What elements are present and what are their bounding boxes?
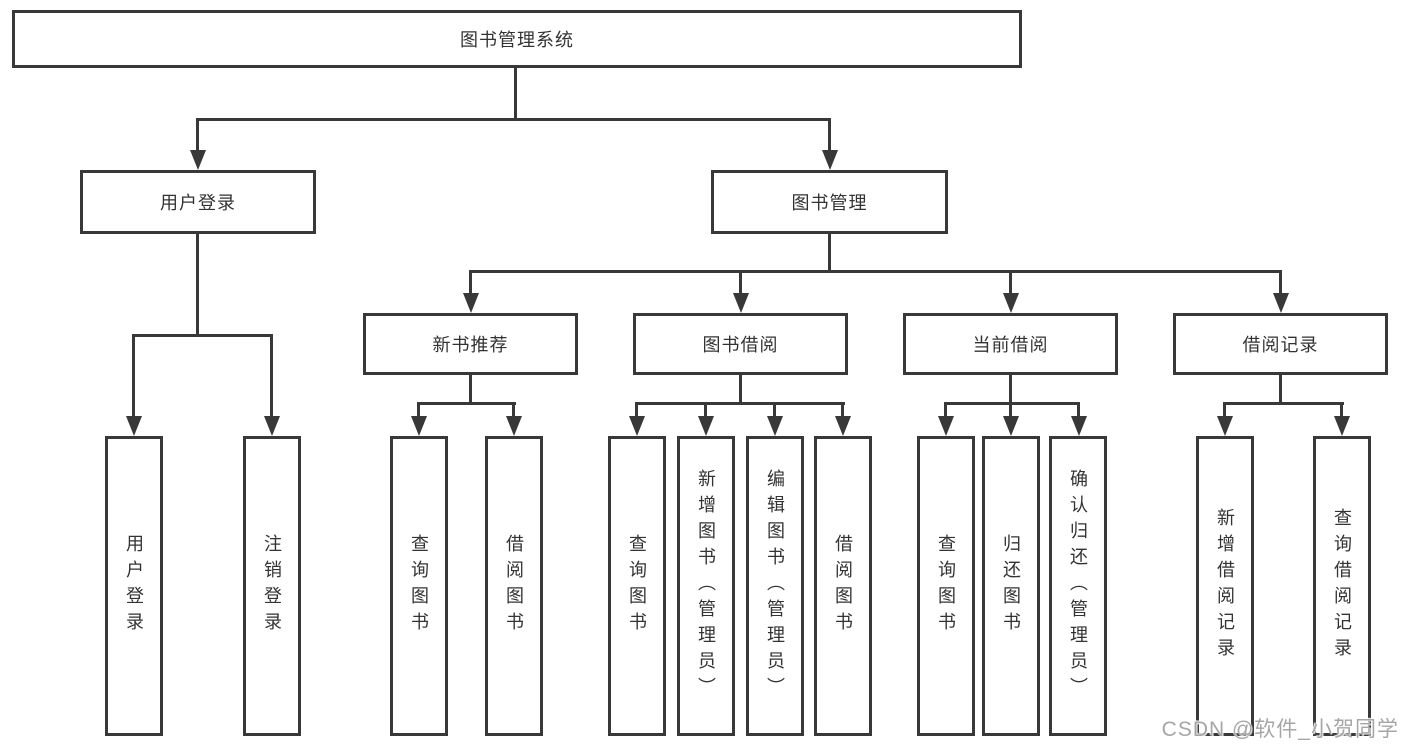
leaf-label: 查询图书 [409,534,429,638]
connector-v [1279,375,1282,404]
connector-v [132,334,135,418]
node-library-management-system: 图书管理系统 [12,10,1022,68]
connector-v [944,402,947,418]
arrow-down-icon [463,293,479,313]
node-label: 新书推荐 [432,335,509,355]
node-label: 图书管理 [791,193,868,213]
leaf-logout: 注销登录 [243,436,301,736]
connector-v [1009,402,1012,418]
arrow-down-icon [190,150,206,170]
connector-h [417,402,516,405]
leaf-borrow-books: 借阅图书 [814,436,872,736]
node-label: 用户登录 [160,193,236,213]
connector-h [635,402,845,405]
node-borrow-records: 借阅记录 [1173,313,1388,375]
arrow-down-icon [1273,293,1289,313]
arrow-down-icon [1071,416,1087,436]
node-book-borrow: 图书借阅 [633,313,848,375]
leaf-label: 查询图书 [936,534,956,638]
connector-v [469,270,472,296]
connector-v [514,68,517,120]
connector-v [773,402,776,418]
leaf-add-borrow-record: 新增借阅记录 [1196,436,1254,736]
leaf-label: 借阅图书 [833,534,853,638]
leaf-label: 新增借阅记录 [1215,508,1235,664]
connector-v [841,402,844,418]
leaf-query-books-current: 查询图书 [917,436,975,736]
connector-h [132,334,273,337]
connector-v [739,270,742,296]
node-user-login: 用户登录 [80,170,316,234]
connector-v [1279,270,1282,296]
connector-v [635,402,638,418]
node-label: 借阅记录 [1242,335,1319,355]
connector-v [417,402,420,418]
node-label: 图书借阅 [702,335,779,355]
connector-v [1009,270,1012,296]
leaf-confirm-return-admin: 确认归还（管理员） [1049,436,1107,736]
connector-v [270,334,273,418]
leaf-label: 查询图书 [627,534,647,638]
node-label: 当前借阅 [972,335,1049,355]
leaf-query-books-borrow: 查询图书 [608,436,666,736]
arrow-down-icon [629,416,645,436]
arrow-down-icon [1003,293,1019,313]
arrow-down-icon [835,416,851,436]
leaf-borrow-books-recommend: 借阅图书 [485,436,543,736]
connector-v [1223,402,1226,418]
leaf-query-borrow-record: 查询借阅记录 [1313,436,1371,736]
node-new-book-recommend: 新书推荐 [363,313,578,375]
connector-v [704,402,707,418]
connector-v [828,234,831,272]
arrow-down-icon [698,416,714,436]
leaf-add-books-admin: 新增图书（管理员） [677,436,735,736]
connector-h [944,402,1080,405]
connector-v [1009,375,1012,404]
leaf-user-login: 用户登录 [105,436,163,736]
arrow-down-icon [411,416,427,436]
arrow-down-icon [938,416,954,436]
leaf-label: 用户登录 [124,534,144,638]
connector-v [469,375,472,404]
connector-v [1077,402,1080,418]
arrow-down-icon [1217,416,1233,436]
leaf-label: 查询借阅记录 [1332,508,1352,664]
arrow-down-icon [733,293,749,313]
connector-v [196,234,199,337]
leaf-label: 借阅图书 [504,534,524,638]
arrow-down-icon [126,416,142,436]
connector-v [512,402,515,418]
connector-h [196,118,831,121]
arrow-down-icon [264,416,280,436]
arrow-down-icon [506,416,522,436]
connector-h [1223,402,1344,405]
leaf-label: 编辑图书（管理员） [765,469,785,703]
arrow-down-icon [1003,416,1019,436]
leaf-label: 确认归还（管理员） [1068,469,1088,703]
leaf-return-books: 归还图书 [982,436,1040,736]
csdn-watermark: CSDN @软件_小贺同学 [1161,718,1399,741]
connector-v [196,118,199,152]
node-current-borrow: 当前借阅 [903,313,1118,375]
leaf-label: 归还图书 [1001,534,1021,638]
arrow-down-icon [822,150,838,170]
arrow-down-icon [1334,416,1350,436]
leaf-edit-books-admin: 编辑图书（管理员） [746,436,804,736]
node-label: 图书管理系统 [460,30,574,50]
leaf-query-books-recommend: 查询图书 [390,436,448,736]
connector-v [739,375,742,404]
connector-v [828,118,831,152]
arrow-down-icon [767,416,783,436]
connector-v [1340,402,1343,418]
leaf-label: 新增图书（管理员） [696,469,716,703]
connector-h [469,270,1282,273]
leaf-label: 注销登录 [262,534,282,638]
node-book-management: 图书管理 [711,170,948,234]
